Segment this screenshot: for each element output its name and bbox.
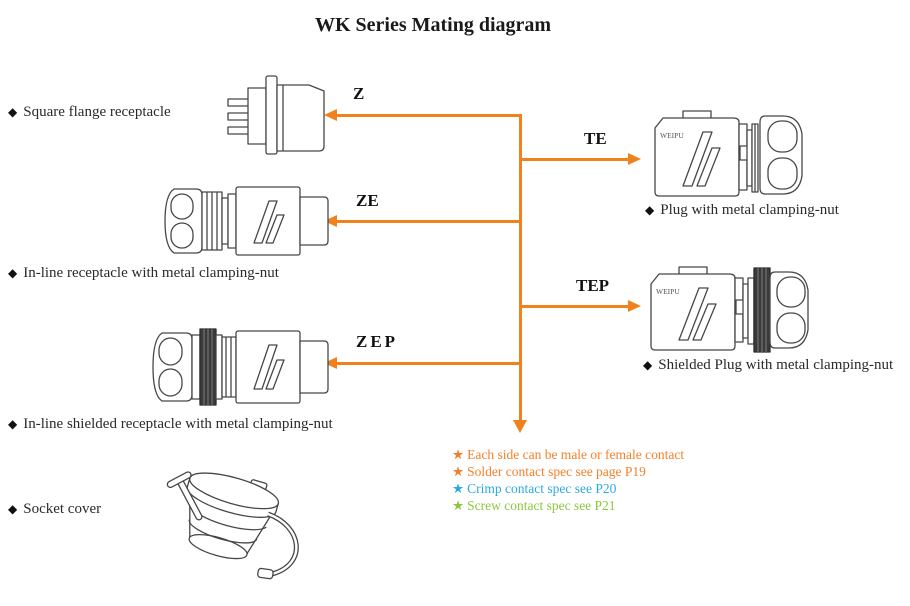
label-plug: ◆ Plug with metal clamping-nut (645, 202, 839, 219)
note-crimp: ★Crimp contact spec see P20 (452, 480, 684, 497)
note-text: Each side can be male or female contact (467, 447, 685, 462)
diamond-bullet-icon: ◆ (643, 358, 653, 372)
square-flange-receptacle-drawing (224, 72, 330, 158)
page-title: WK Series Mating diagram (314, 14, 552, 36)
shielded-plug-drawing: WEIPU (643, 264, 813, 354)
diamond-bullet-icon: ◆ (645, 203, 655, 217)
diamond-bullet-icon: ◆ (8, 417, 18, 431)
arrow-down-icon (513, 420, 527, 433)
socket-cover-drawing (160, 462, 310, 587)
note-each-side: ★Each side can be male or female contact (452, 446, 684, 463)
arrow-right-icon (628, 300, 641, 312)
inline-shielded-receptacle-drawing (150, 325, 330, 409)
star-icon: ★ (452, 464, 465, 479)
te-line (522, 158, 630, 161)
note-text: Solder contact spec see page P19 (467, 464, 646, 479)
diamond-bullet-icon: ◆ (8, 266, 18, 280)
brand-text: WEIPU (660, 131, 684, 140)
diamond-bullet-icon: ◆ (8, 502, 18, 516)
zep-line (335, 362, 519, 365)
label-text: Socket cover (23, 501, 102, 517)
ze-line (335, 220, 519, 223)
label-socket-cover: ◆ Socket cover (8, 501, 101, 518)
arrow-left-icon (324, 109, 337, 121)
note-text: Screw contact spec see P21 (467, 498, 616, 513)
label-shielded-plug: ◆ Shielded Plug with metal clamping-nut (643, 357, 893, 374)
note-screw: ★Screw contact spec see P21 (452, 497, 684, 514)
label-text: Shielded Plug with metal clamping-nut (658, 357, 894, 373)
inline-receptacle-drawing (162, 185, 330, 257)
contact-notes: ★Each side can be male or female contact… (452, 446, 684, 514)
label-text: Plug with metal clamping-nut (660, 202, 839, 218)
z-line (335, 114, 519, 117)
brand-text: WEIPU (656, 287, 680, 296)
label-text: In-line receptacle with metal clamping-n… (23, 265, 279, 281)
branch-label-ze: ZE (356, 191, 379, 210)
branch-label-te: TE (584, 129, 607, 148)
star-icon: ★ (452, 447, 465, 462)
label-square-flange-receptacle: ◆ Square flange receptacle (8, 104, 171, 121)
label-inline-shielded-receptacle: ◆ In-line shielded receptacle with metal … (8, 416, 333, 433)
star-icon: ★ (452, 481, 465, 496)
label-text: Square flange receptacle (23, 104, 171, 120)
branch-label-tep: TEP (576, 276, 610, 295)
note-solder: ★Solder contact spec see page P19 (452, 463, 684, 480)
branch-label-z: Z (353, 84, 365, 103)
arrow-right-icon (628, 153, 641, 165)
plug-drawing: WEIPU (647, 108, 807, 202)
branch-label-zep: ZEP (356, 332, 399, 351)
diamond-bullet-icon: ◆ (8, 105, 18, 119)
note-text: Crimp contact spec see P20 (467, 481, 617, 496)
star-icon: ★ (452, 498, 465, 513)
tep-line (522, 305, 630, 308)
label-inline-receptacle: ◆ In-line receptacle with metal clamping-… (8, 265, 279, 282)
trunk-line (519, 114, 522, 421)
label-text: In-line shielded receptacle with metal c… (23, 416, 333, 432)
